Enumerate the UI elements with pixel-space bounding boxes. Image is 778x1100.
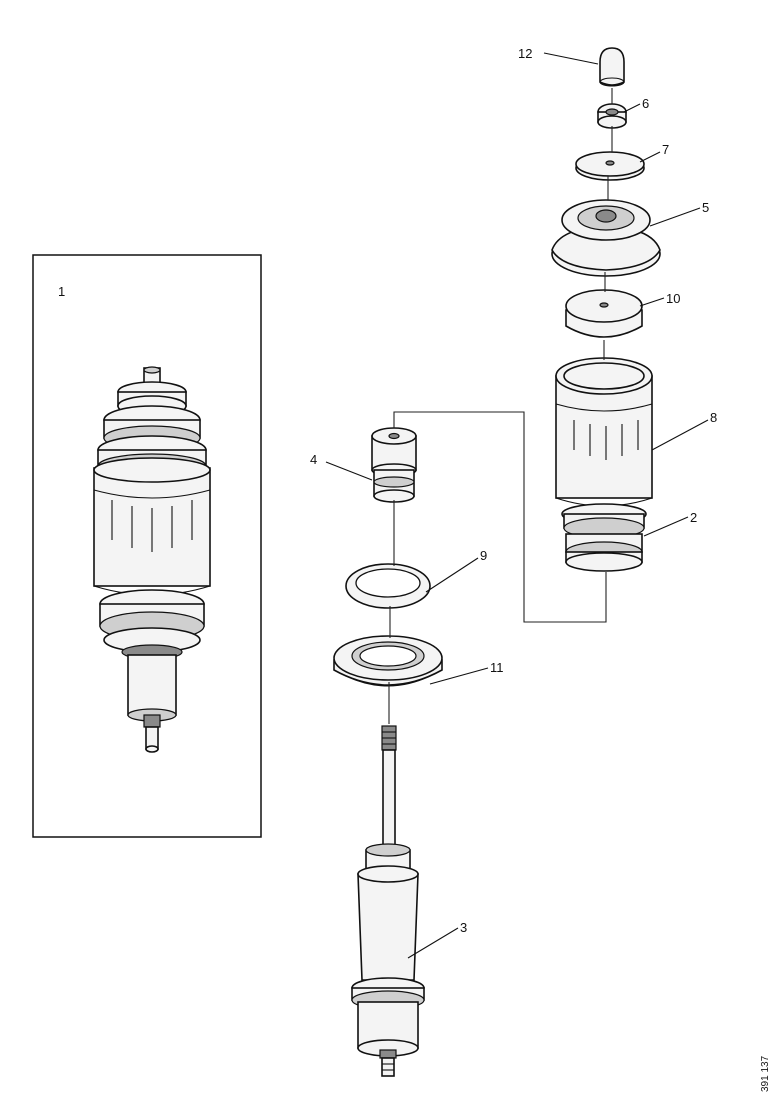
- callout-11: 11: [490, 660, 504, 675]
- part-7-washer: [575, 151, 645, 181]
- inset-frame: [32, 254, 262, 838]
- callout-8: 8: [710, 410, 717, 425]
- leader-lines: [325, 52, 709, 959]
- callout-10: 10: [666, 291, 680, 306]
- callout-labels: 12 6 7 5 10 8 4 2 9 11 3: [310, 46, 717, 935]
- part-5-upper-mount: [551, 199, 661, 277]
- part-11-lower-seat: [333, 635, 443, 687]
- part-9-ring: [345, 563, 431, 609]
- inset-label-1: 1: [58, 284, 65, 299]
- assembled-strut: [93, 366, 211, 753]
- reference-code: 391 137: [760, 1055, 771, 1092]
- part-12-cap: [599, 47, 625, 87]
- part-4-bump-stop: [371, 427, 417, 503]
- callout-12: 12: [518, 46, 532, 61]
- part-6-nut: [597, 103, 627, 129]
- callout-9: 9: [480, 548, 487, 563]
- part-10-spacer: [565, 289, 643, 338]
- callout-3: 3: [460, 920, 467, 935]
- callout-5: 5: [702, 200, 709, 215]
- inset-assembled-unit: 1: [32, 254, 262, 838]
- part-3-damper: [351, 725, 425, 1077]
- callout-6: 6: [642, 96, 649, 111]
- callout-7: 7: [662, 142, 669, 157]
- assembly-axes: [388, 88, 613, 724]
- part-2-bellows: [561, 503, 647, 572]
- callout-2: 2: [690, 510, 697, 525]
- part-8-air-bag: [555, 357, 653, 507]
- callout-4: 4: [310, 452, 317, 467]
